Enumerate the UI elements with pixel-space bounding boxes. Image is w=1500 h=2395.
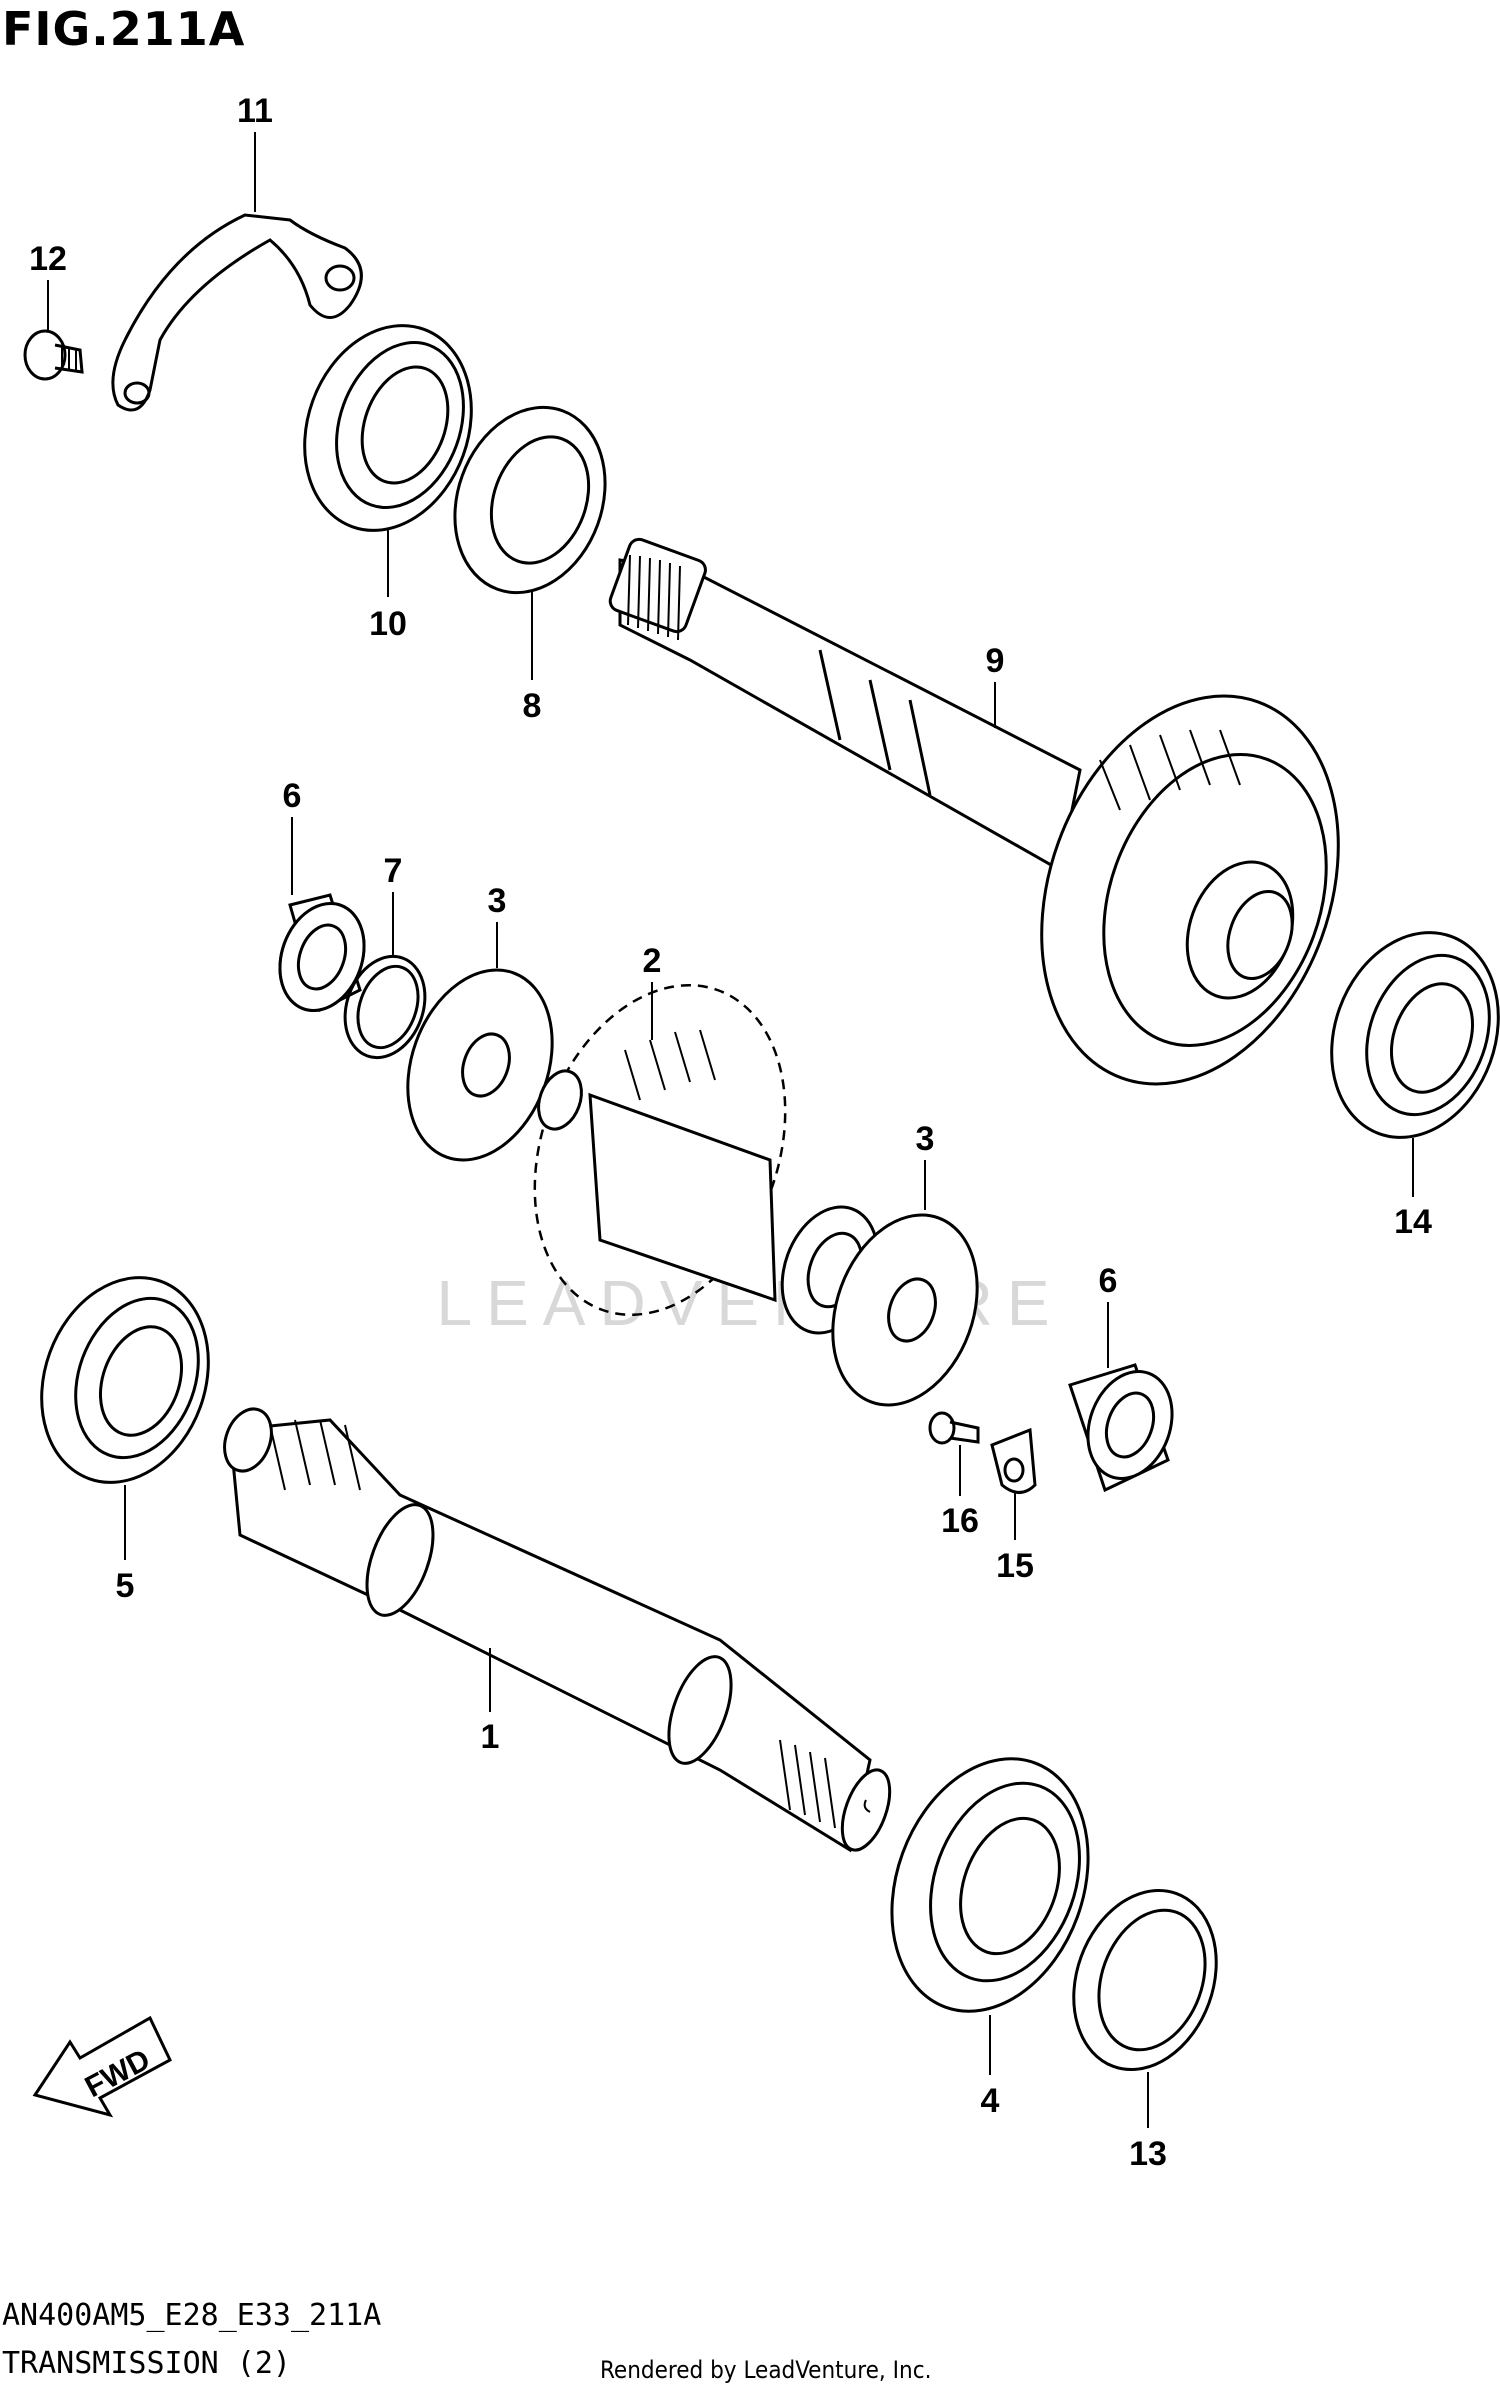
svg-text:9: 9 xyxy=(986,642,1005,680)
svg-text:3: 3 xyxy=(916,1120,935,1158)
svg-text:4: 4 xyxy=(981,2082,1000,2120)
part-7-circlip[interactable] xyxy=(332,945,439,1069)
svg-text:8: 8 xyxy=(523,687,542,725)
svg-text:13: 13 xyxy=(1129,2135,1167,2173)
figure-name: TRANSMISSION (2) xyxy=(2,2346,291,2381)
svg-text:15: 15 xyxy=(996,1547,1034,1585)
svg-text:16: 16 xyxy=(941,1502,979,1540)
svg-text:11: 11 xyxy=(237,92,273,130)
figure-title: FIG.211A xyxy=(2,2,246,56)
part-3-washer-lower[interactable] xyxy=(808,1195,1003,1426)
svg-text:6: 6 xyxy=(283,777,302,815)
callout-13: 11 xyxy=(237,92,273,212)
callout-7: 7 xyxy=(384,852,403,955)
part-15-lock-plate[interactable] xyxy=(990,1427,1037,1494)
callout-12: 10 xyxy=(369,528,407,643)
part-12-bearing[interactable] xyxy=(277,302,499,554)
callout-6-lower: 6 xyxy=(1099,1262,1118,1368)
svg-text:12: 12 xyxy=(29,240,67,278)
fwd-arrow-icon: FWD xyxy=(32,2015,172,2118)
callout-5: 5 xyxy=(116,1485,135,1605)
callout-3-upper: 3 xyxy=(488,882,507,968)
callout-15: 15 xyxy=(996,1492,1034,1585)
svg-text:10: 10 xyxy=(369,605,407,643)
callout-16: 16 xyxy=(941,1445,979,1540)
callout-9: 9 xyxy=(986,642,1005,728)
callout-14: 12 xyxy=(29,240,67,330)
callout-3-lower: 3 xyxy=(916,1120,935,1210)
part-9-shaft[interactable] xyxy=(607,537,1390,1126)
callout-1: 1 xyxy=(481,1648,500,1756)
svg-text:2: 2 xyxy=(643,942,662,980)
part-10-oil-seal[interactable] xyxy=(430,386,630,614)
part-16-bolt[interactable] xyxy=(928,1411,980,1445)
svg-text:5: 5 xyxy=(116,1567,135,1605)
callouts: 11 12 10 8 9 6 7 3 xyxy=(29,92,1432,2173)
svg-text:7: 7 xyxy=(384,852,403,890)
part-6-needle-bearing-lower[interactable] xyxy=(1068,1360,1186,1493)
callout-2: 2 xyxy=(643,942,662,1040)
part-4-bearing[interactable] xyxy=(858,1731,1122,2039)
render-credit: Rendered by LeadVenture, Inc. xyxy=(600,2356,932,2384)
callout-8: 13 xyxy=(1129,2072,1167,2173)
callout-6-upper: 6 xyxy=(283,777,302,895)
callout-11: 14 xyxy=(1394,1138,1432,1241)
part-3-washer-upper[interactable] xyxy=(383,950,578,1181)
svg-text:6: 6 xyxy=(1099,1262,1118,1300)
part-8-oil-seal[interactable] xyxy=(1050,1870,1241,2089)
part-14-screw[interactable] xyxy=(23,329,84,381)
part-13-bracket[interactable] xyxy=(111,213,363,412)
part-5-bearing[interactable] xyxy=(14,1254,236,1506)
part-1-drive-shaft[interactable] xyxy=(216,1402,899,1856)
svg-text:1: 1 xyxy=(481,1718,500,1756)
svg-text:3: 3 xyxy=(488,882,507,920)
callout-10: 8 xyxy=(523,590,542,725)
svg-text:14: 14 xyxy=(1394,1203,1432,1241)
callout-4: 4 xyxy=(981,2015,1000,2120)
figure-code: AN400AM5_E28_E33_211A xyxy=(2,2298,382,2333)
part-6-needle-bearing-upper[interactable] xyxy=(266,892,379,1023)
part-11-bearing[interactable] xyxy=(1304,909,1500,1161)
